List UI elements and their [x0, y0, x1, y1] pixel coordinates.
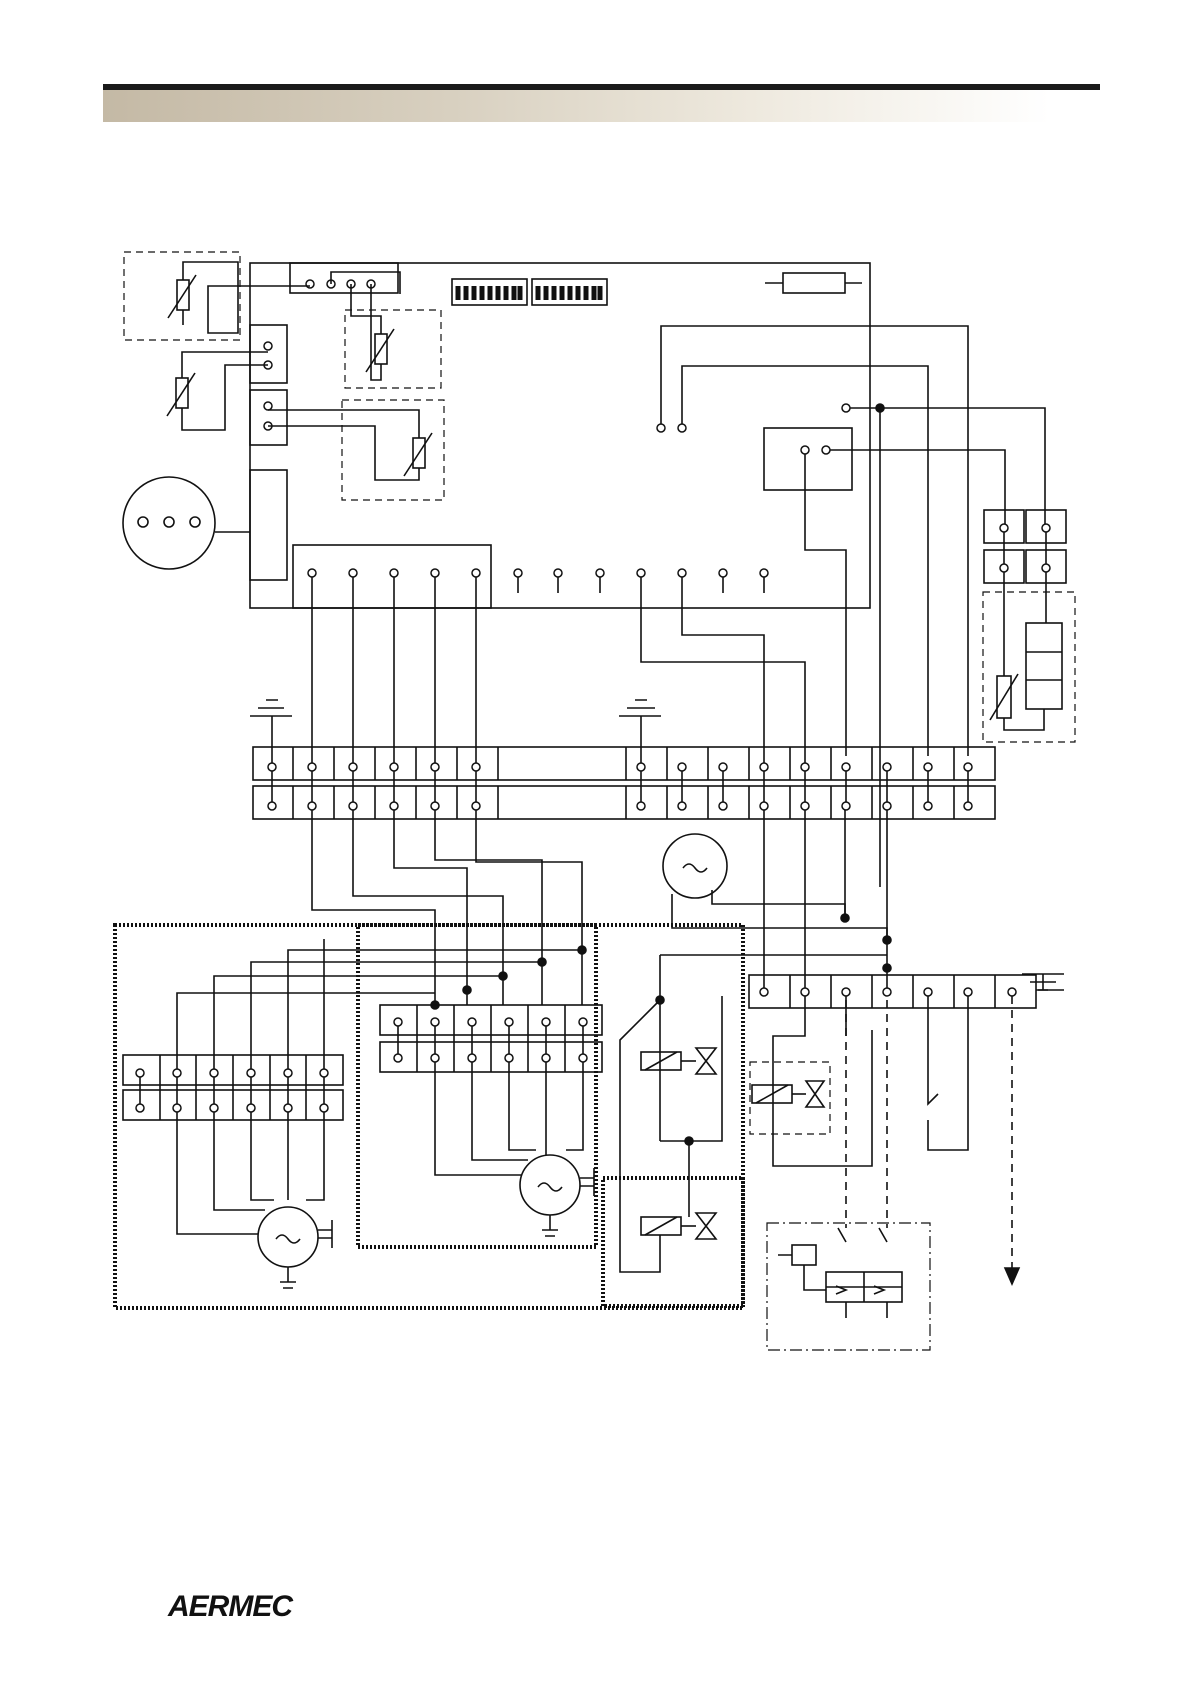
sensor-connector-2	[250, 390, 287, 445]
fan-box-left	[115, 925, 743, 1308]
dip-switch-icon	[452, 279, 607, 305]
sensor-connector-1	[250, 325, 287, 383]
fuse-icon	[765, 273, 862, 293]
heater-box	[983, 592, 1075, 742]
display-connector	[250, 470, 287, 580]
thermistor-box-3	[342, 400, 444, 500]
fan-box-mid	[358, 925, 596, 1247]
valve-icon	[641, 1048, 824, 1239]
relay-box	[764, 428, 852, 490]
left-motor-terminals	[123, 1055, 343, 1120]
control-board	[250, 263, 870, 608]
round-connector-icon	[123, 477, 250, 569]
bottom-terminal-strip	[749, 975, 1036, 1008]
heater-icon	[990, 572, 1062, 730]
relay-icon	[778, 1228, 902, 1318]
valve-box-2	[603, 1178, 743, 1306]
motor-icon	[177, 1112, 332, 1288]
thermistor-icon	[167, 275, 432, 476]
thermistor-box-2	[345, 310, 441, 388]
brand-logo: AERMEC	[168, 1590, 292, 1624]
ground-icon	[250, 700, 1064, 990]
mid-motor-terminals	[380, 1005, 602, 1072]
motor-icon	[435, 1062, 594, 1236]
arrow-down-icon	[1005, 1268, 1019, 1284]
top-connector	[290, 263, 398, 293]
